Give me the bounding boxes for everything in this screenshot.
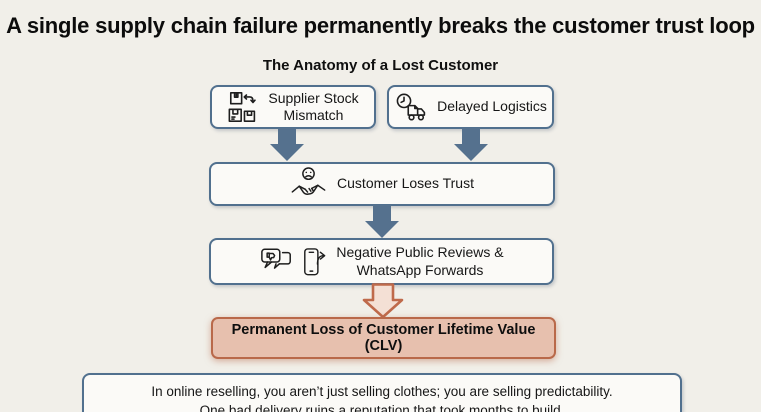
node-label: Supplier Stock Mismatch [268,89,359,123]
node-delayed-logistics: Delayed Logistics [387,85,554,129]
node-label: Delayed Logistics [437,98,547,115]
broken-handshake-icon [290,166,327,203]
clv-label: Permanent Loss of Customer Lifetime Valu… [231,322,536,354]
flow-arrow-down [454,128,488,161]
packages-swap-icon [227,90,261,124]
node-supplier-stock-mismatch: Supplier Stock Mismatch [210,85,376,129]
node-clv-loss: Permanent Loss of Customer Lifetime Valu… [211,317,556,359]
flow-arrow-down [365,205,399,238]
diagram-subtitle: The Anatomy of a Lost Customer [262,57,499,74]
alert-arrow-down [362,283,404,319]
page-title: A single supply chain failure permanentl… [6,13,755,38]
phone-forward-icon [301,246,328,278]
node-label: Negative Public Reviews & WhatsApp Forwa… [336,244,504,278]
node-customer-loses-trust: Customer Loses Trust [209,162,555,206]
node-negative-reviews: Negative Public Reviews & WhatsApp Forwa… [209,238,554,285]
note-label: In online reselling, you aren’t just sel… [151,384,613,412]
flow-arrow-down [270,128,304,161]
thumbs-down-bubble-icon [259,246,293,278]
truck-clock-icon [394,92,430,123]
node-summary-note: In online reselling, you aren’t just sel… [82,373,682,412]
node-label: Customer Loses Trust [337,175,474,192]
